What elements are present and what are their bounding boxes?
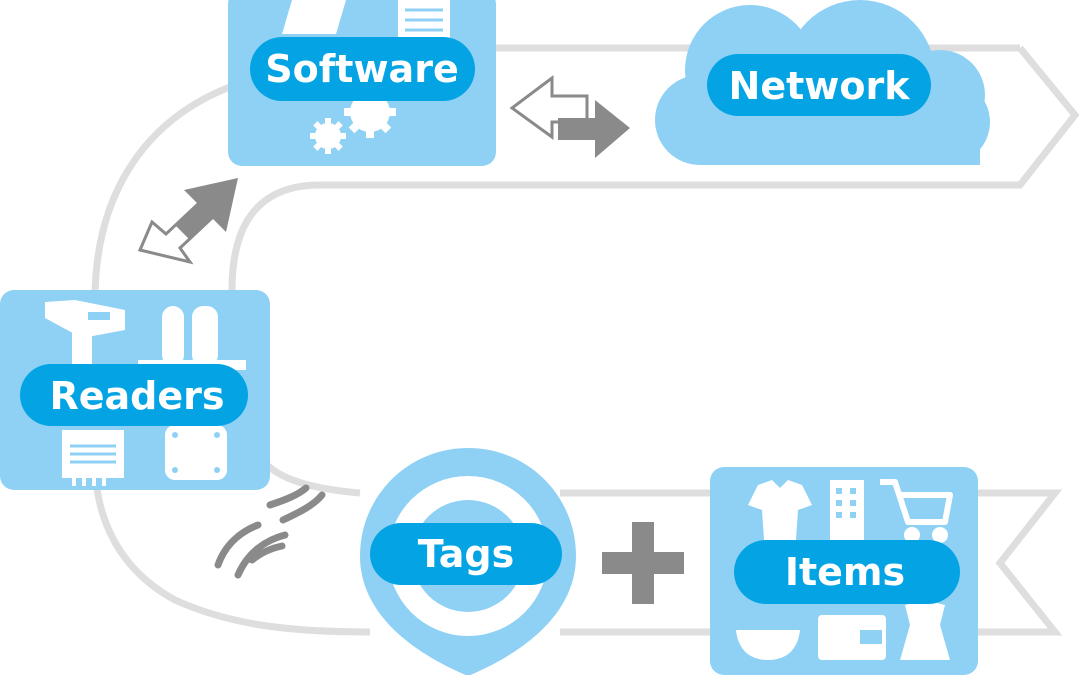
track-inner-curve [259,457,361,497]
rf-waves-icon [214,484,326,579]
tags-label: Tags [418,532,514,576]
document-icon [398,0,450,40]
bowl-icon [736,630,800,660]
network-node: Network [655,0,990,165]
items-pill [734,540,960,604]
items-node: Items [710,467,978,675]
laptop-icon [282,0,346,34]
software-node: Software [228,0,496,166]
network-label: Network [729,64,911,108]
dress-icon [900,600,950,660]
bidirectional-arrow-icon [509,75,630,158]
gears-icon [310,86,396,154]
wallet-icon [818,615,886,660]
network-pill [707,54,931,116]
arrow-solid-up [176,178,238,240]
tags-pill [370,523,562,585]
fixed-reader-icon [62,430,124,486]
readers-node: Readers [0,290,270,490]
software-label: Software [265,47,458,91]
software-pill [250,37,475,101]
software-network-arrows [509,75,630,158]
readers-label: Readers [49,374,224,418]
track-outer-edge [228,45,1080,291]
readers-pill [20,364,248,426]
handheld-scanner-icon [45,300,125,370]
antenna-panel-icon [165,425,227,480]
track-left-curve [91,81,371,636]
plus-icon [602,522,684,604]
shirt-icon [748,480,812,540]
shopping-cart-icon [880,479,953,543]
building-icon [830,480,864,540]
tags-node: Tags [360,448,576,675]
readers-software-arrows [137,178,238,265]
items-label: Items [785,550,905,594]
